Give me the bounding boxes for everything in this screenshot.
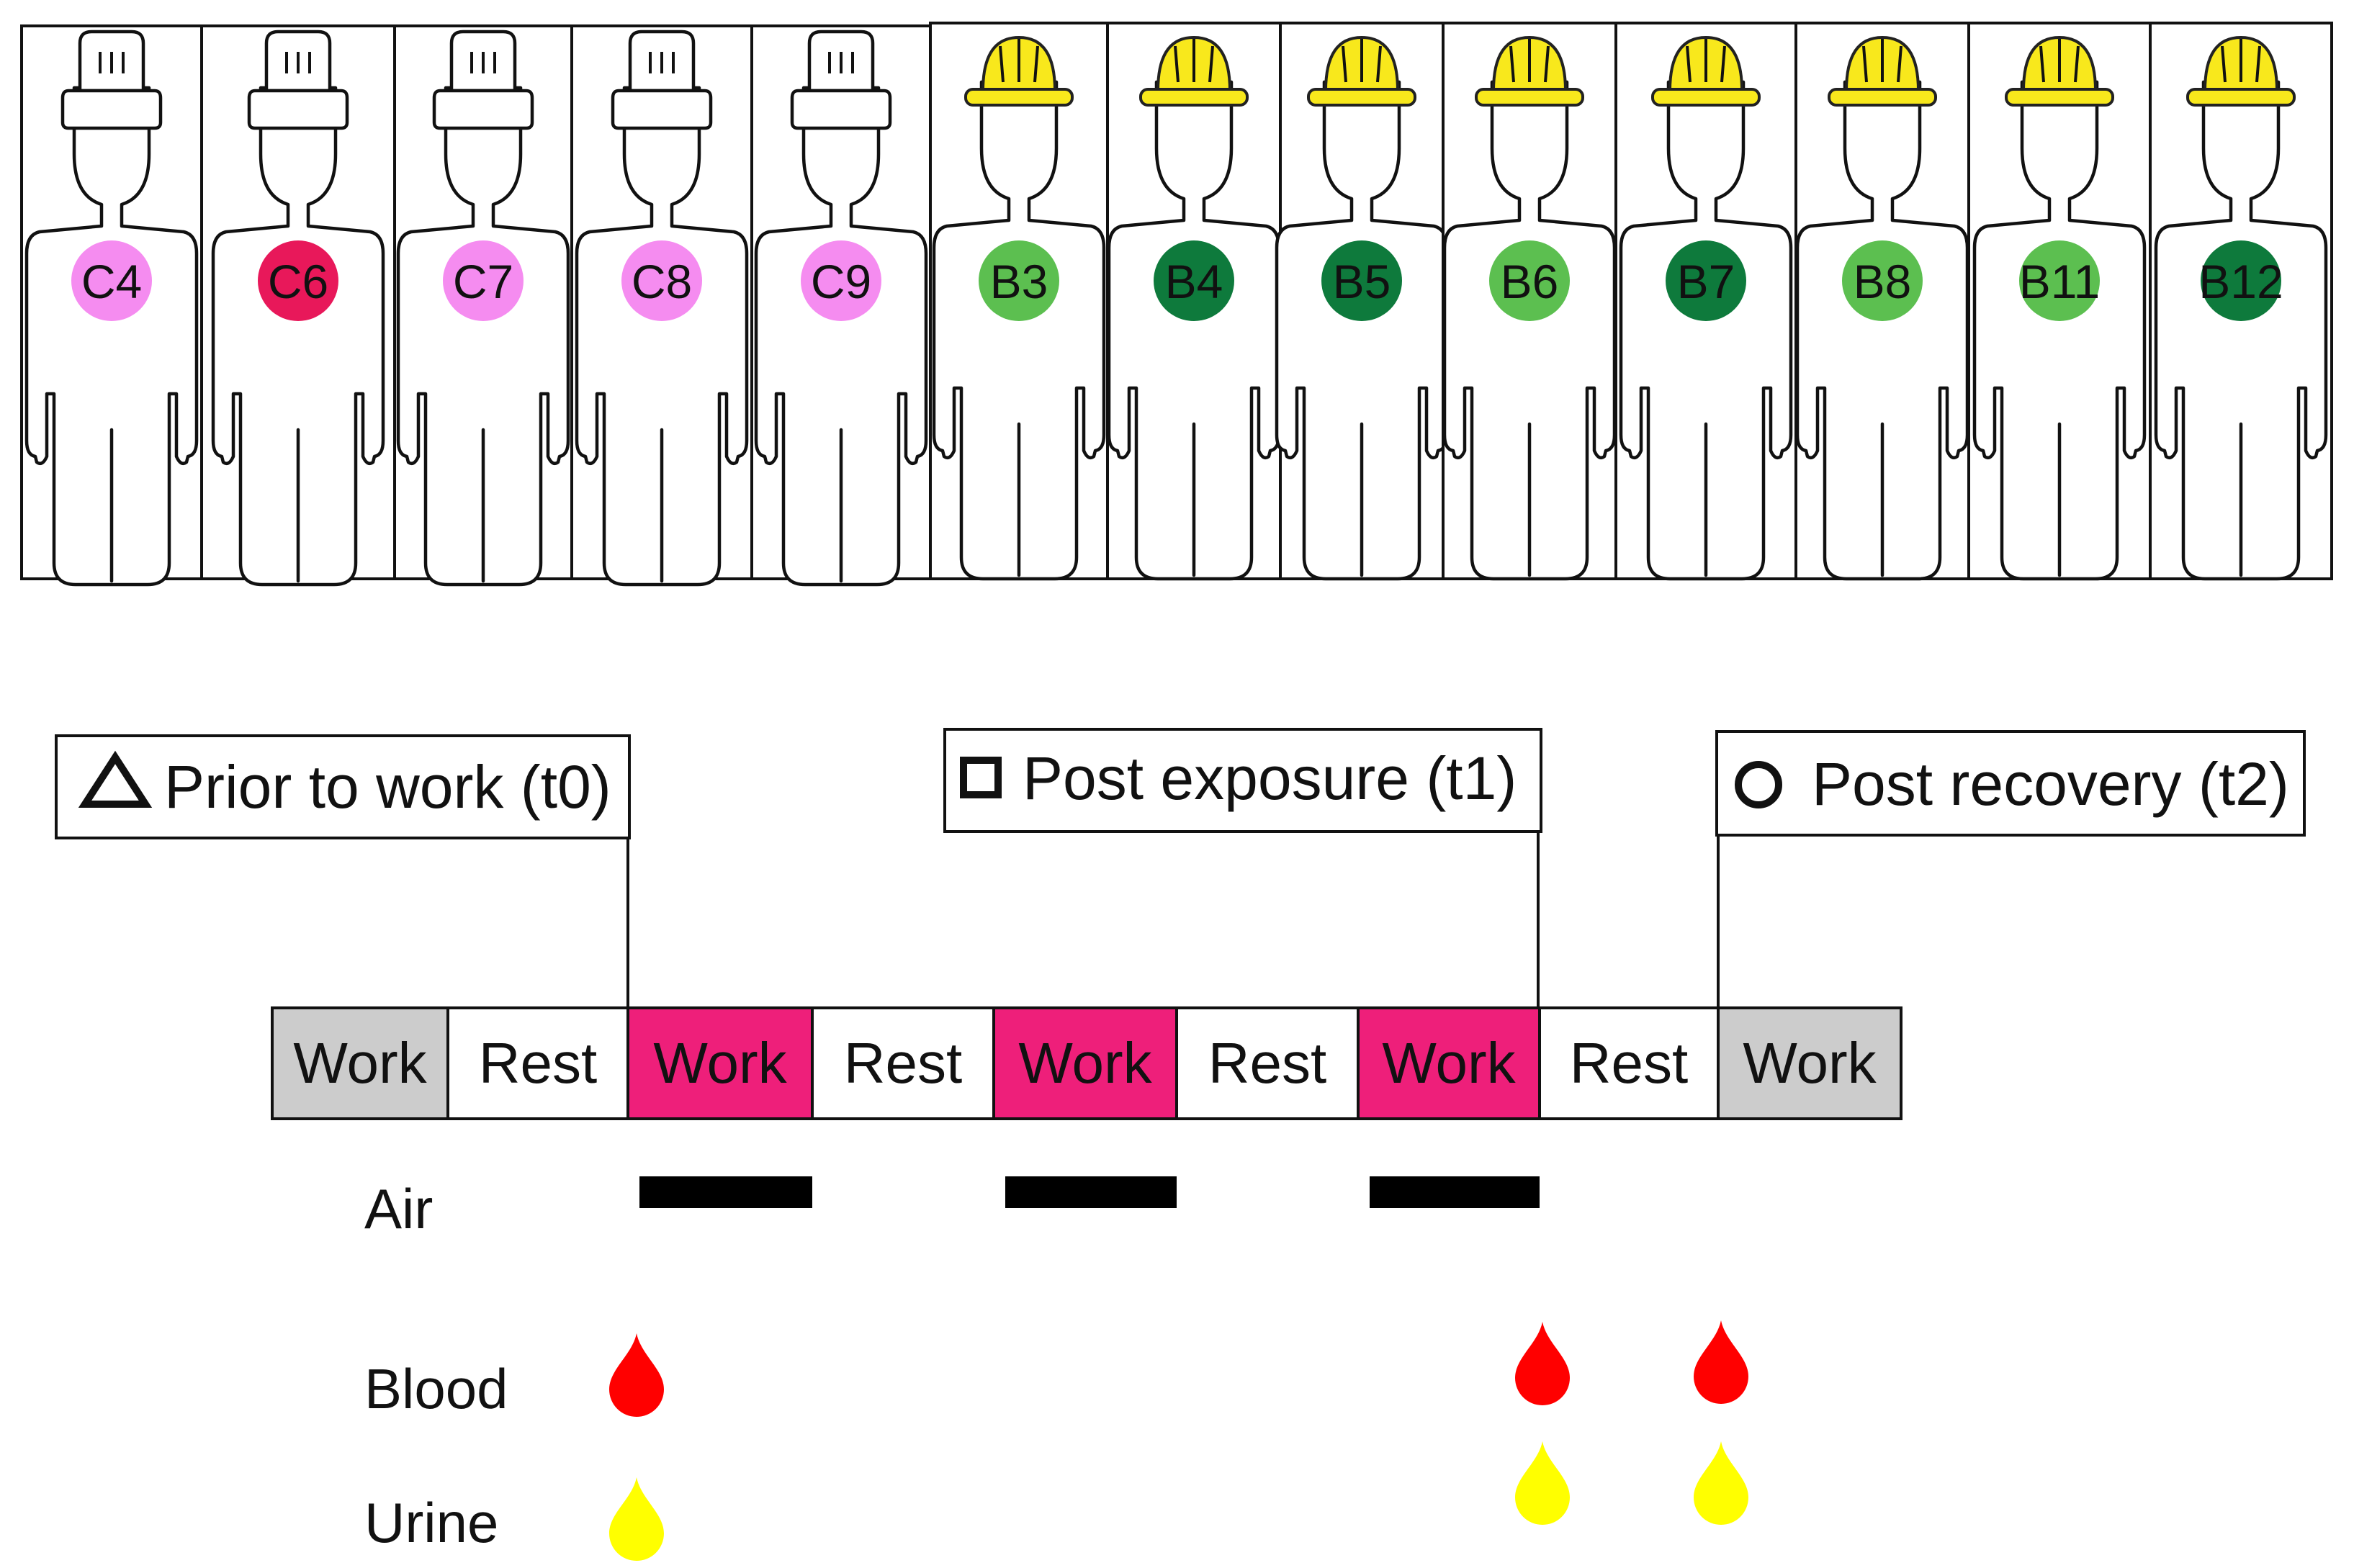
blood-drop-icon-t2: [1694, 1320, 1748, 1404]
worker-badge: [1489, 240, 1570, 321]
legend-t2-box: [1715, 730, 2306, 837]
worker-panel-b8: B8: [1794, 22, 1970, 579]
worker-panel-c8: C8: [570, 24, 753, 585]
worker-id-label: C7: [453, 255, 513, 308]
worker-id-label: B5: [1333, 255, 1391, 308]
urine-drop-icon-t1: [1515, 1441, 1570, 1525]
worker-panel-b6: B6: [1442, 22, 1617, 579]
period-label: Rest: [1570, 1031, 1689, 1095]
blood-drop-icon-t0: [609, 1333, 664, 1417]
rest-period-6: Rest: [1175, 1006, 1360, 1120]
worker-id-label: C8: [632, 255, 692, 308]
circle-icon: [1735, 761, 1782, 808]
worker-panel-c4: C4: [20, 24, 203, 585]
period-label: Rest: [1208, 1031, 1327, 1095]
worker-panel-b11: B11: [1967, 22, 2152, 579]
legend-t1: Post exposure (t1): [943, 728, 1542, 833]
worker-id-label: C6: [268, 255, 328, 308]
period-label: Work: [1382, 1031, 1516, 1095]
period-label: Rest: [844, 1031, 963, 1095]
rest-period-8: Rest: [1538, 1006, 1720, 1120]
worker-badge: [443, 240, 524, 321]
worker-id-label: B4: [1165, 255, 1223, 308]
worker-badge: [1666, 240, 1746, 321]
sample-markers: [609, 1176, 1748, 1561]
legend-t1-box: [943, 728, 1542, 833]
period-cell: [811, 1006, 995, 1120]
worker-panel-b4: B4: [1106, 22, 1282, 579]
worker-panel-b5: B5: [1277, 22, 1447, 579]
period-cell: [1357, 1006, 1541, 1120]
period-cell: [1175, 1006, 1360, 1120]
period-label: Rest: [479, 1031, 598, 1095]
worker-panel-b3: B3: [929, 22, 1109, 579]
worker-badge: [1842, 240, 1923, 321]
work-period-9: Work: [1717, 1006, 1902, 1120]
worker-badge: [258, 240, 338, 321]
urine-row-label: Urine: [364, 1491, 498, 1554]
legend-t0: Prior to work (t0): [55, 734, 631, 839]
rest-period-2: Rest: [446, 1006, 629, 1120]
worker-id-label: B12: [2198, 255, 2283, 308]
work-period-3: Work: [626, 1006, 814, 1120]
air-sampling-bar-2: [1005, 1176, 1177, 1208]
period-label: Work: [1743, 1031, 1877, 1095]
period-cell: [271, 1006, 449, 1120]
worker-panel-b12: B12: [2149, 22, 2333, 579]
rest-period-4: Rest: [811, 1006, 995, 1120]
worker-badge: [801, 240, 881, 321]
blood-drop-icon-t1: [1515, 1322, 1570, 1405]
urine-drop-icon-t0: [609, 1477, 664, 1561]
worker-badge: [979, 240, 1059, 321]
urine-drop-icon-t2: [1694, 1441, 1748, 1525]
worker-panel-c9: C9: [750, 24, 932, 585]
worker-id-label: B8: [1854, 255, 1912, 308]
work-period-1: Work: [271, 1006, 449, 1120]
legend-t0-box: [55, 734, 631, 839]
square-icon: [960, 757, 1002, 798]
worker-badge: [1154, 240, 1234, 321]
air-sampling-bar-1: [639, 1176, 812, 1208]
period-label: Work: [653, 1031, 787, 1095]
period-cell: [446, 1006, 629, 1120]
worker-id-label: B11: [2019, 255, 2101, 308]
worker-id-label: C9: [811, 255, 871, 308]
worker-panel-c6: C6: [200, 24, 396, 585]
worker-id-label: B7: [1677, 255, 1735, 308]
legend-t2: Post recovery (t2): [1715, 730, 2306, 837]
worker-id-label: B3: [990, 255, 1048, 308]
worker-badge: [2019, 240, 2100, 321]
triangle-icon: [78, 750, 153, 808]
period-label: Work: [1018, 1031, 1152, 1095]
legend-t0-label: Prior to work (t0): [164, 753, 611, 821]
period-label: Work: [293, 1031, 427, 1095]
worker-badge: [621, 240, 702, 321]
air-row-label: Air: [364, 1177, 433, 1240]
period-cell: [626, 1006, 814, 1120]
work-period-5: Work: [992, 1006, 1178, 1120]
worker-panel-c7: C7: [393, 24, 573, 585]
air-sampling-bar-3: [1370, 1176, 1540, 1208]
period-cell: [992, 1006, 1178, 1120]
legend-t1-label: Post exposure (t1): [1023, 744, 1517, 812]
worker-panels: C4 C6 C7 C8 C9 B3 B4 B5 B6 B7 B8 B11 B12: [20, 22, 2333, 585]
worker-panel-b7: B7: [1614, 22, 1797, 579]
legend-t2-label: Post recovery (t2): [1812, 750, 2289, 818]
worker-id-label: B6: [1501, 255, 1559, 308]
blood-row-label: Blood: [364, 1357, 508, 1420]
period-cell: [1717, 1006, 1902, 1120]
worker-badge: [2201, 240, 2281, 321]
worker-badge: [1321, 240, 1402, 321]
worker-badge: [71, 240, 152, 321]
work-period-7: Work: [1357, 1006, 1541, 1120]
worker-id-label: C4: [81, 255, 142, 308]
schedule-timeline: Work Rest Work Rest Work Rest Work Rest Work: [271, 1006, 1902, 1120]
